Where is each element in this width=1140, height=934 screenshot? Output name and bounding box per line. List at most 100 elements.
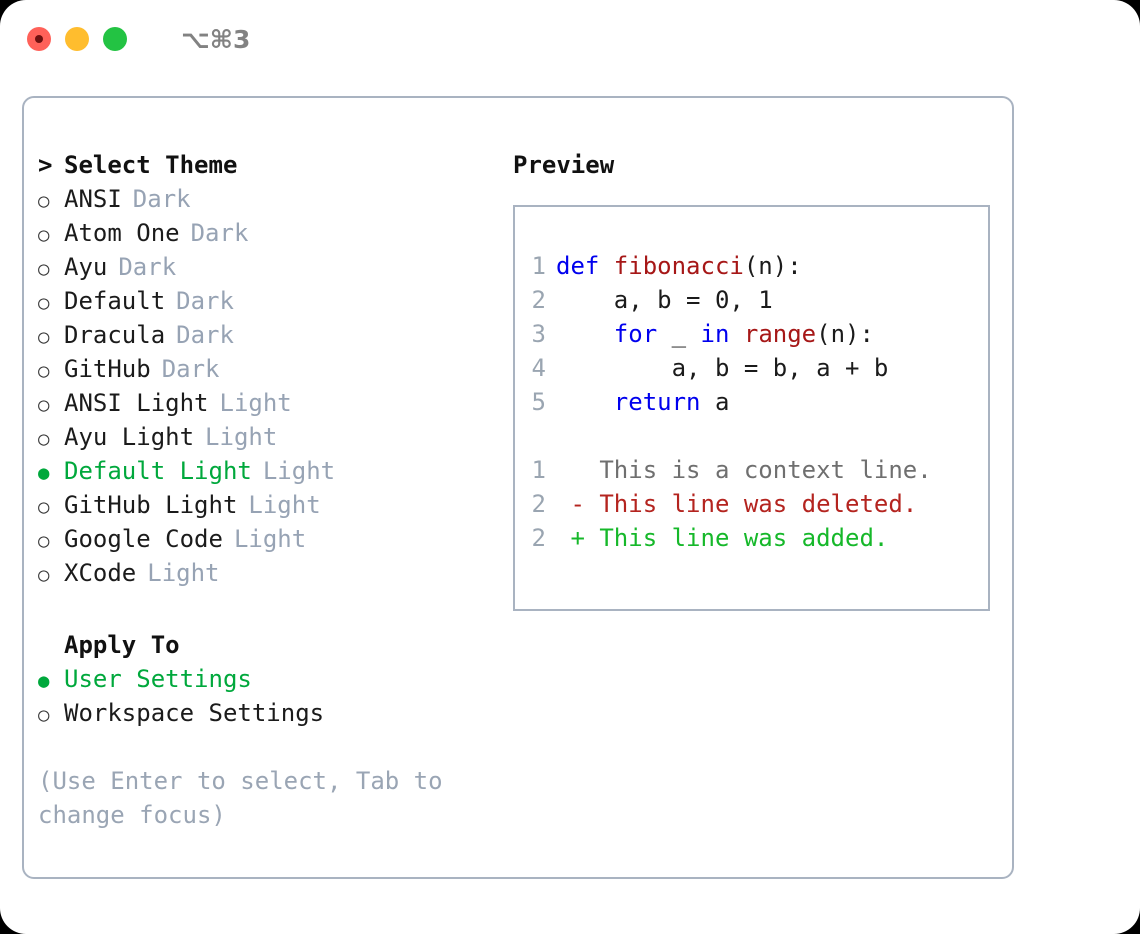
code-line-number: 1 [531,252,546,280]
code-token-plain: a [700,388,730,416]
code-token-kw: for [613,320,658,348]
radio-selected-icon[interactable]: ● [38,462,50,484]
theme-item-variant-tag: Dark [118,253,177,281]
code-token-plain [556,317,614,351]
theme-item-label: ANSI Light [64,389,209,417]
theme-list-item[interactable]: ○ XCode Light [38,556,502,590]
theme-item-variant-tag: Light [147,559,220,587]
window-shortcut-label: ⌥⌘3 [181,24,251,54]
title-bar: ⌥⌘3 [0,0,1140,78]
code-token-plain [556,385,614,419]
code-token-kw: return [613,388,701,416]
diff-text: This line was deleted. [584,490,918,518]
code-token-kw: def [556,252,614,280]
keyboard-hint-text: (Use Enter to select, Tab to change focu… [38,767,458,829]
theme-item-label: GitHub [64,355,151,383]
diff-line: 2 - This line was deleted. [515,487,988,521]
theme-item-label: Default Light [64,457,252,485]
close-window-icon[interactable] [27,27,51,51]
theme-picker-title: Select Theme [64,151,238,179]
code-token-fn: fibonacci [613,252,744,280]
code-sample: 1 def fibonacci (n): 2 a, b = 0, 1 3 for _ i… [515,249,988,419]
radio-unselected-icon[interactable]: ○ [38,360,50,382]
theme-item-variant-tag: Dark [176,287,234,315]
diff-sign: + [556,524,585,552]
apply-to-option[interactable]: ○ Workspace Settings [38,696,502,730]
diff-line: 2 + This line was added. [515,521,988,555]
radio-unselected-icon[interactable]: ○ [38,704,50,726]
theme-item-label: Ayu Light [64,423,195,451]
apply-to-option[interactable]: ● User Settings [38,662,502,696]
diff-line-number: 2 [531,524,546,552]
code-line-number: 5 [531,388,546,416]
diff-sample: 1 This is a context line.2 - This line w… [515,453,988,555]
theme-item-label: Default [64,287,166,315]
radio-unselected-icon[interactable]: ○ [38,496,50,518]
radio-selected-icon[interactable]: ● [38,670,50,692]
theme-list-item[interactable]: ○ Default Dark [38,284,502,318]
apply-to-section: Apply To ● User Settings ○ Workspace Settin… [38,628,502,730]
theme-item-label: Google Code [64,525,223,553]
radio-unselected-icon[interactable]: ○ [38,394,50,416]
radio-unselected-icon[interactable]: ○ [38,530,50,552]
code-line-number: 4 [531,354,546,382]
radio-unselected-icon[interactable]: ○ [38,428,50,450]
radio-unselected-icon[interactable]: ○ [38,564,50,586]
apply-to-option-label: User Settings [64,665,252,693]
traffic-light-group [27,27,127,51]
code-line-number: 2 [531,286,546,314]
theme-item-label: ANSI [64,185,122,213]
preview-box: 1 def fibonacci (n): 2 a, b = 0, 1 3 for _ i… [513,205,990,611]
theme-item-variant-tag: Light [262,457,336,485]
theme-list-item[interactable]: ○ Ayu Light Light [38,420,502,454]
prompt-caret-icon: > [38,151,53,179]
diff-sign [556,453,585,487]
code-line: 3 for _ in range(n): [515,317,988,351]
apply-to-title: Apply To [64,631,180,659]
code-line-number: 3 [531,320,546,348]
code-line: 4 a, b = b, a + b [515,351,988,385]
apply-to-option-label: Workspace Settings [64,699,325,727]
radio-unselected-icon[interactable]: ○ [38,190,50,212]
apply-to-options: ● User Settings ○ Workspace Settings [38,662,502,730]
radio-unselected-icon[interactable]: ○ [38,292,50,314]
theme-item-variant-tag: Light [205,423,278,451]
radio-unselected-icon[interactable]: ○ [38,224,50,246]
preview-spacer [515,419,988,453]
code-token-plain [729,317,743,351]
theme-item-label: GitHub Light [64,491,238,519]
preview-title: Preview [513,151,615,179]
code-token-plain: (n): [816,320,874,348]
code-token-plain: a, b = b, a + b [556,354,889,382]
radio-unselected-icon[interactable]: ○ [38,258,50,280]
minimize-window-icon[interactable] [65,27,89,51]
apply-to-heading-row: Apply To [38,628,502,662]
theme-item-label: XCode [64,559,137,587]
theme-item-label: Dracula [64,321,166,349]
theme-item-variant-tag: Light [233,525,307,553]
maximize-window-icon[interactable] [103,27,127,51]
theme-picker-heading: > Select Theme [38,148,502,182]
theme-list-item[interactable]: ○ Ayu Dark [38,250,502,284]
theme-item-variant-tag: Dark [190,219,249,247]
theme-item-label: Ayu [64,253,108,281]
code-token-kw: in [700,320,730,348]
code-line: 5 return a [515,385,988,419]
radio-unselected-icon[interactable]: ○ [38,326,50,348]
diff-line-number: 2 [531,490,546,518]
theme-list-item[interactable]: ○ ANSI Dark [38,182,502,216]
code-token-plain: a, b = 0, 1 [556,286,773,314]
theme-item-variant-tag: Dark [132,185,191,213]
theme-list-item[interactable]: ○ Google Code Light [38,522,502,556]
diff-sign: - [556,490,585,518]
theme-list-item[interactable]: ● Default Light Light [38,454,502,488]
